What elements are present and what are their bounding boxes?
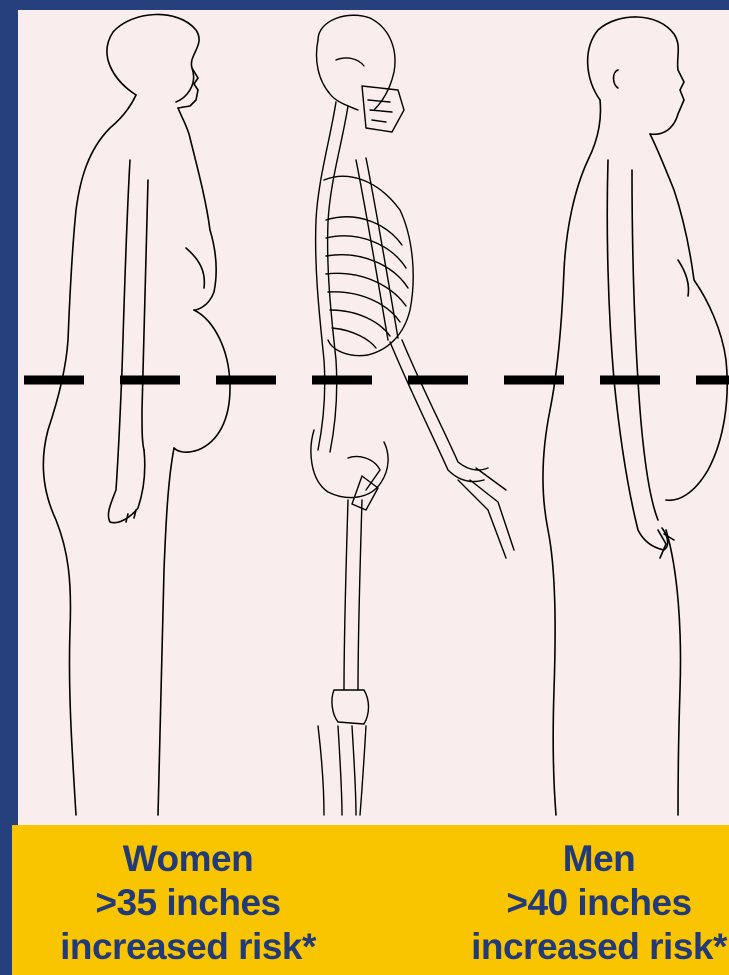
caption-bar: Women >35 inches increased risk* Men >40… (12, 825, 729, 975)
men-note: increased risk* (449, 925, 729, 969)
women-label: Women (38, 837, 338, 881)
man-silhouette (543, 17, 727, 815)
illustration-panel (18, 10, 729, 825)
women-threshold: >35 inches (38, 881, 338, 925)
men-threshold: >40 inches (449, 881, 729, 925)
women-note: increased risk* (38, 925, 338, 969)
women-caption: Women >35 inches increased risk* (38, 837, 338, 969)
skeleton (311, 15, 514, 815)
woman-silhouette (43, 14, 230, 815)
men-caption: Men >40 inches increased risk* (449, 837, 729, 969)
body-illustration (18, 10, 729, 825)
men-label: Men (449, 837, 729, 881)
